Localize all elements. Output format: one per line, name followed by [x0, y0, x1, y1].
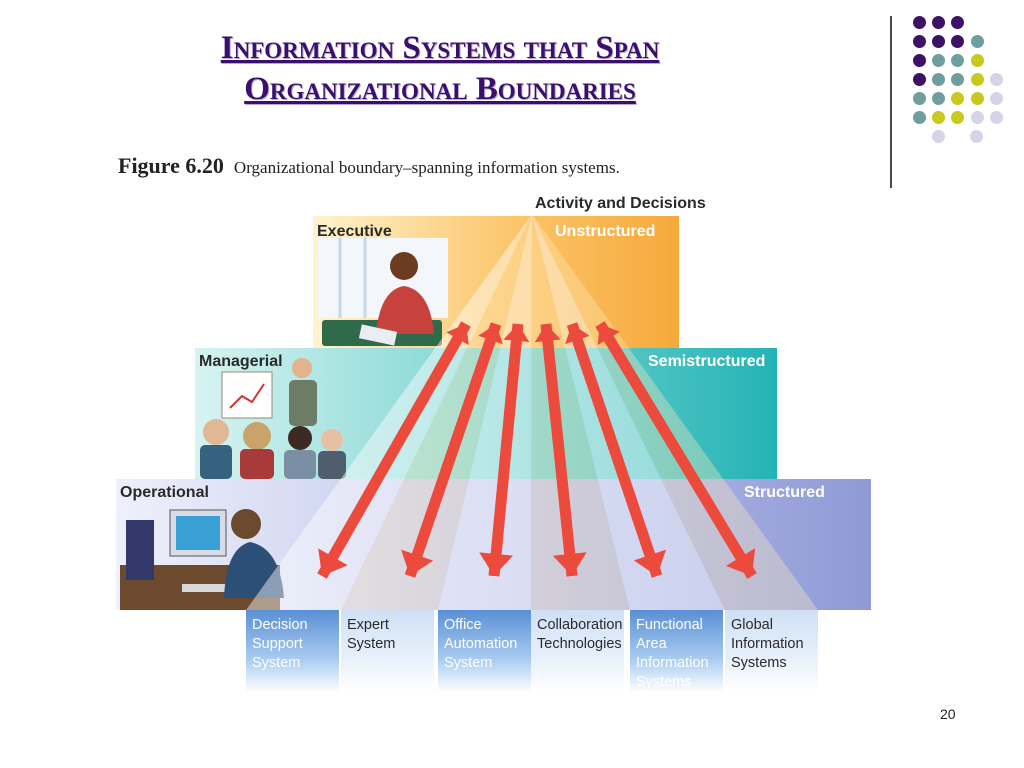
decorative-dot — [970, 130, 983, 143]
figure-number: Figure 6.20 — [118, 153, 224, 178]
bidirectional-arrows — [317, 321, 757, 579]
system-label-line: Functional — [636, 617, 703, 633]
arrow-shaft — [488, 323, 524, 577]
system-label-line: System — [252, 655, 300, 671]
managerial-level-label: Managerial — [199, 353, 283, 370]
system-label-line: Information — [636, 655, 709, 671]
arrow-head-down — [318, 548, 348, 576]
decorative-dot — [913, 73, 926, 86]
arrow-head-up — [534, 324, 561, 343]
system-label-line: Support — [252, 636, 303, 652]
decorative-dot — [970, 35, 984, 48]
managerial-illustration — [200, 358, 346, 479]
arrow-shaft — [404, 322, 502, 578]
decorative-dot — [932, 92, 946, 105]
system-label-line: Area — [636, 636, 668, 652]
decorative-dot — [913, 111, 926, 124]
arrow-shaft — [317, 321, 471, 579]
unstructured-label: Unstructured — [555, 223, 655, 240]
decorative-dot — [932, 111, 946, 124]
decorative-dot — [913, 35, 926, 48]
decorative-dot — [913, 92, 926, 105]
decorative-dot — [989, 111, 1003, 124]
system-column — [341, 610, 434, 692]
system-column — [725, 610, 818, 692]
decorative-dot — [913, 54, 926, 67]
system-label-line: Decision — [252, 617, 308, 633]
decorative-dot — [970, 73, 984, 86]
arrow-head-up — [565, 324, 590, 345]
system-label-line: Collaboration — [537, 617, 622, 633]
system-column — [531, 610, 624, 692]
semistructured-label: Semistructured — [648, 353, 765, 370]
ray-band — [532, 214, 818, 610]
arrow-head-up — [503, 324, 530, 343]
executive-level-label: Executive — [317, 223, 392, 240]
system-columns: DecisionSupportSystemExpertSystemOfficeA… — [246, 610, 818, 692]
operational-level-label: Operational — [120, 484, 209, 501]
arrow-head-down — [726, 548, 756, 576]
decorative-dot — [951, 35, 965, 48]
arrow-head-down — [633, 549, 667, 576]
divider-line — [890, 16, 892, 188]
operational-illustration — [120, 509, 284, 610]
decorative-dot — [932, 130, 945, 143]
decorative-dot — [951, 92, 965, 105]
system-column — [630, 610, 723, 692]
decorative-dot — [932, 35, 946, 48]
ray-band — [531, 214, 630, 610]
ray-band — [532, 214, 725, 610]
decorative-dot — [989, 73, 1003, 86]
system-label-line: Systems — [731, 655, 787, 671]
decorative-dot — [951, 111, 965, 124]
decorative-dot — [932, 73, 946, 86]
activity-rays — [246, 214, 818, 610]
arrow-shaft — [566, 322, 663, 578]
system-label-line: Technologies — [537, 636, 622, 652]
arrow-head-down — [401, 549, 434, 576]
system-label-line: System — [444, 655, 492, 671]
system-column — [438, 610, 531, 692]
system-label-line: Expert — [347, 617, 389, 633]
system-label-line: Office — [444, 617, 482, 633]
figure-caption-text: Organizational boundary–spanning informa… — [233, 158, 620, 177]
arrow-head-down — [479, 552, 514, 576]
arrow-head-down — [552, 552, 587, 576]
decorative-dot — [989, 92, 1003, 105]
ray-band — [341, 214, 532, 610]
arrow-head-up — [478, 324, 503, 345]
title-line-1: Information Systems that Span — [220, 30, 660, 66]
activity-decisions-label: Activity and Decisions — [535, 195, 706, 212]
decorative-dot — [970, 54, 984, 67]
system-column — [246, 610, 339, 692]
decorative-dot — [970, 92, 984, 105]
decorative-dot — [932, 16, 946, 29]
decorative-dot — [913, 16, 926, 29]
arrow-head-up — [597, 324, 620, 346]
figure-caption: Figure 6.20 Organizational boundary–span… — [118, 153, 620, 179]
decorative-dot — [970, 111, 984, 124]
executive-illustration — [318, 238, 448, 346]
system-label-line: Systems — [636, 674, 692, 690]
system-label-line: Information — [731, 636, 804, 652]
system-label-line: System — [347, 636, 395, 652]
arrow-head-up — [446, 324, 469, 346]
decorative-dot — [951, 73, 965, 86]
slide-title: Information Systems that Span Organizati… — [110, 28, 770, 110]
ray-band — [246, 214, 532, 610]
decorative-dot — [932, 54, 946, 67]
decorative-dot — [951, 54, 965, 67]
ray-band — [438, 214, 532, 610]
structured-label: Structured — [744, 484, 825, 501]
arrow-shaft — [540, 323, 578, 577]
decorative-dot — [951, 16, 965, 29]
arrow-shaft — [595, 321, 757, 579]
page-number: 20 — [940, 706, 956, 722]
system-label-line: Automation — [444, 636, 517, 652]
title-line-2: Organizational Boundaries — [244, 71, 636, 107]
system-label-line: Global — [731, 617, 773, 633]
